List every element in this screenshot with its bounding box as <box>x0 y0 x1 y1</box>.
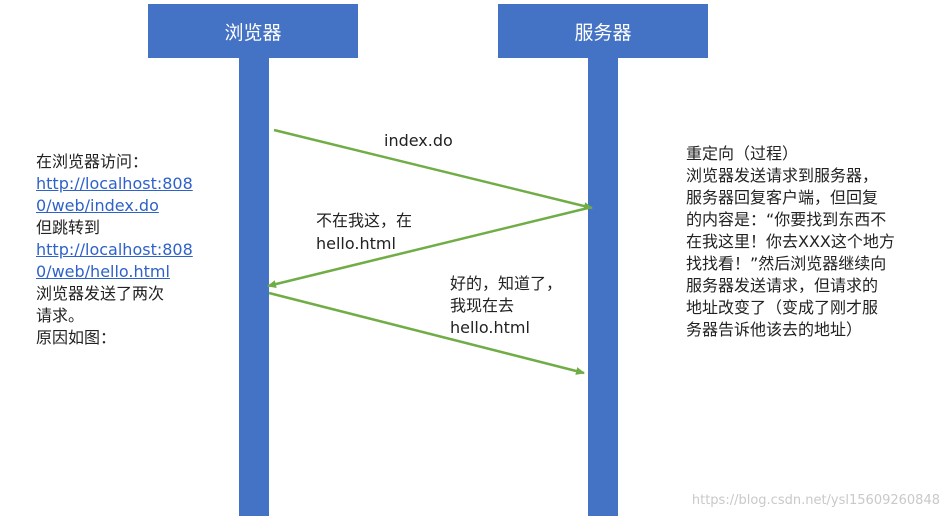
request-arrow-1 <box>273 128 593 210</box>
message-2-line: 不在我这，在 <box>316 211 413 230</box>
server-actor: 服务器 <box>498 4 708 58</box>
message-3-label: 好的，知道了， 我现在去 hello.html <box>450 273 562 339</box>
right-note-line: 服务器发送请求，但请求的 <box>686 276 879 295</box>
redirect-response-arrow <box>267 206 589 288</box>
server-actor-label: 服务器 <box>574 21 632 44</box>
right-note-line: 地址改变了（变成了刚才服 <box>686 298 879 317</box>
hello-url-link[interactable]: http://localhost:808 <box>36 240 193 259</box>
right-note-line: 浏览器发送请求到服务器， <box>686 166 879 185</box>
message-3-line: 好的，知道了， <box>450 274 563 293</box>
browser-actor: 浏览器 <box>148 4 358 58</box>
message-3-line: 我现在去 <box>450 296 515 315</box>
hello-url-link-cont[interactable]: 0/web/hello.html <box>36 262 170 281</box>
message-2-line: hello.html <box>316 234 396 253</box>
message-2-label: 不在我这，在 hello.html <box>316 210 412 255</box>
left-note-line: 原因如图： <box>36 328 117 347</box>
left-note: 在浏览器访问： http://localhost:808 0/web/index… <box>36 151 193 349</box>
right-note-line: 的内容是：“你要找到东西不 <box>686 210 887 229</box>
left-note-line: 但跳转到 <box>36 218 101 237</box>
right-note-line: 重定向（过程） <box>686 144 799 163</box>
browser-actor-label: 浏览器 <box>224 21 282 44</box>
right-note-line: 服务器回复客户端，但回复 <box>686 188 879 207</box>
watermark: https://blog.csdn.net/ysl15609260848 <box>691 493 940 508</box>
right-note: 重定向（过程） 浏览器发送请求到服务器， 服务器回复客户端，但回复 的内容是：“… <box>686 143 895 341</box>
message-1-label: index.do <box>384 131 453 150</box>
message-3-line: hello.html <box>450 318 530 337</box>
right-note-line: 在我这里！你去XXX这个地方 <box>686 232 895 251</box>
right-note-line: 找找看！”然后浏览器继续向 <box>686 254 887 273</box>
index-url-link-cont[interactable]: 0/web/index.do <box>36 196 159 215</box>
server-lifeline <box>588 58 618 516</box>
left-note-line: 请求。 <box>36 306 85 325</box>
browser-lifeline <box>239 58 269 516</box>
request-arrow-2 <box>268 291 585 375</box>
right-note-line: 务器告诉他该去的地址） <box>686 320 863 339</box>
left-note-line: 在浏览器访问： <box>36 152 149 171</box>
index-url-link[interactable]: http://localhost:808 <box>36 174 193 193</box>
left-note-line: 浏览器发送了两次 <box>36 284 165 303</box>
